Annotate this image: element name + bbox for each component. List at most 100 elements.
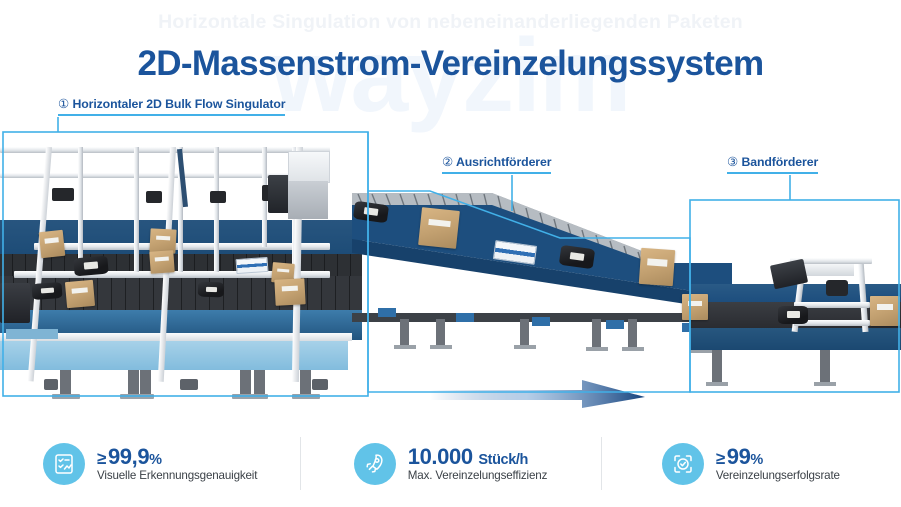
- stat-number-accuracy: 99,9: [107, 443, 150, 469]
- control-cabinet: [0, 283, 30, 323]
- stat-prefix-accuracy: ≥: [97, 448, 106, 468]
- junction-box: [532, 317, 550, 326]
- singulator-module: [0, 133, 362, 399]
- callout-number-3: ③: [727, 155, 739, 169]
- callout-label-3: ③ Bandförderer: [727, 154, 818, 174]
- leg: [592, 319, 601, 349]
- callout-text-2: Ausrichtförderer: [455, 155, 552, 169]
- leg: [436, 319, 445, 347]
- junction-box: [378, 308, 396, 317]
- stat-unit-success-rate: %: [750, 451, 763, 468]
- stats-row: ≥99,9% Visuelle Erkennungsgenauigkeit 10…: [0, 420, 901, 507]
- vision-camera: [210, 191, 226, 203]
- controller-panel: [288, 151, 330, 183]
- stat-unit-throughput: Stück/h: [478, 451, 528, 468]
- stat-value-accuracy: ≥99,9%: [97, 445, 257, 468]
- leg: [400, 319, 409, 347]
- gantry-foot: [44, 379, 58, 390]
- belt-conveyor-module: [682, 258, 901, 398]
- report-check-icon: [43, 442, 86, 485]
- stat-label-success-rate: Vereinzelungserfolgsrate: [715, 469, 840, 483]
- leg: [254, 370, 265, 396]
- leg: [60, 370, 71, 396]
- junction-box: [606, 320, 624, 329]
- callout-underline-2: [442, 172, 552, 174]
- foot: [514, 345, 536, 349]
- package-box: [38, 229, 66, 259]
- stat-label-throughput: Max. Vereinzelungseffizienz: [407, 469, 548, 483]
- foot: [120, 394, 154, 399]
- callout-text-1: Horizontaler 2D Bulk Flow Singulator: [72, 97, 286, 111]
- stat-value-throughput: 10.000 Stück/h: [408, 445, 547, 468]
- leg: [712, 350, 722, 384]
- package-box: [418, 207, 460, 249]
- package-box: [682, 294, 708, 320]
- package-box: [870, 296, 900, 326]
- package-polybag: [73, 255, 109, 277]
- foot: [814, 382, 836, 386]
- stat-unit-accuracy: %: [149, 451, 162, 468]
- callout-underline-3: [727, 172, 819, 174]
- foot: [586, 347, 608, 351]
- foot: [232, 394, 268, 399]
- package-box: [638, 247, 676, 287]
- stat-item-throughput: 10.000 Stück/h Max. Vereinzelungseffizie…: [300, 420, 600, 507]
- gantry-foot: [180, 379, 198, 390]
- vision-camera: [52, 188, 74, 201]
- stat-number-success-rate: 99: [726, 443, 751, 469]
- target-check-icon: [661, 442, 704, 485]
- leg: [628, 319, 637, 349]
- incline-conveyor-shape: [352, 193, 732, 322]
- flow-direction-arrow: [430, 378, 645, 410]
- page-title: 2D-Massenstrom-Vereinzelungssystem: [137, 44, 765, 83]
- foot: [706, 382, 728, 386]
- leg: [140, 370, 151, 396]
- foot: [430, 345, 452, 349]
- leg: [300, 370, 311, 396]
- hmi-strip: [6, 329, 58, 339]
- leg: [240, 370, 251, 396]
- junction-box: [456, 313, 474, 322]
- package-box: [149, 250, 175, 274]
- vision-camera: [146, 191, 162, 203]
- vision-camera: [826, 280, 848, 296]
- gantry-post: [214, 147, 219, 272]
- gantry-post: [78, 147, 83, 272]
- stat-item-accuracy: ≥99,9% Visuelle Erkennungsgenauigkeit: [0, 420, 300, 507]
- foot: [394, 345, 416, 349]
- controller-body: [288, 181, 328, 219]
- gantry-post: [134, 147, 139, 272]
- callout-number-1: ①: [58, 97, 70, 111]
- stat-item-success-rate: ≥99% Vereinzelungserfolgsrate: [600, 420, 901, 507]
- foot: [292, 394, 320, 399]
- package-box: [64, 279, 96, 309]
- callout-label-1: ① Horizontaler 2D Bulk Flow Singulator: [58, 96, 286, 116]
- package-box: [274, 278, 306, 306]
- callout-number-2: ②: [442, 155, 454, 169]
- foot: [52, 394, 80, 399]
- stat-prefix-success-rate: ≥: [715, 448, 725, 468]
- system-illustration: [0, 0, 901, 420]
- callout-label-2: ② Ausrichtförderer: [442, 154, 552, 174]
- rocket-icon: [353, 442, 396, 485]
- stat-text-success-rate: ≥99% Vereinzelungserfolgsrate: [716, 445, 840, 482]
- subtitle-watermark: Horizontale Singulation von nebeneinande…: [158, 11, 743, 33]
- alignment-conveyor-module: [352, 193, 732, 393]
- brand-watermark: wayzim: [271, 18, 632, 134]
- stat-value-success-rate: ≥99%: [716, 445, 840, 468]
- package-polybag: [31, 281, 63, 301]
- leg: [520, 319, 529, 347]
- stat-text-accuracy: ≥99,9% Visuelle Erkennungsgenauigkeit: [97, 445, 257, 482]
- foot: [622, 347, 644, 351]
- callout-underline-1: [58, 114, 286, 116]
- package-envelope: [235, 256, 269, 275]
- stat-label-accuracy: Visuelle Erkennungsgenauigkeit: [97, 469, 258, 483]
- leg: [820, 350, 830, 384]
- stat-number-throughput: 10.000: [407, 443, 473, 469]
- gantry-foot: [312, 379, 328, 390]
- package-polybag: [197, 281, 225, 298]
- package-polybag: [778, 306, 808, 324]
- stat-text-throughput: 10.000 Stück/h Max. Vereinzelungseffizie…: [407, 445, 548, 483]
- callout-text-3: Bandförderer: [741, 155, 819, 169]
